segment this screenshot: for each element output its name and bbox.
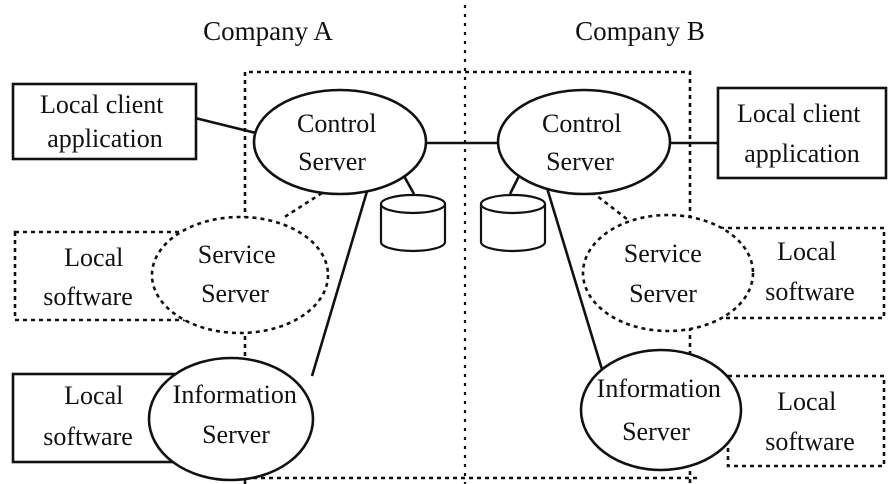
b-control-db-link [508, 175, 521, 195]
b-local-software-info-label: Local software [765, 387, 855, 456]
b-local-software-info-box [726, 374, 886, 468]
a-control-info-link [310, 187, 370, 377]
company-a-label: Company A [203, 16, 333, 46]
a-database-icon [379, 193, 447, 253]
a-client-control-link [194, 116, 257, 135]
shared-boundary [243, 70, 692, 484]
b-control-service-link [591, 190, 633, 225]
b-local-client-app-box [716, 86, 888, 180]
a-control-db-link [402, 175, 416, 195]
b-control-server-label: Control Server [542, 109, 628, 176]
b-control-info-link [545, 187, 606, 377]
b-service-server-node [581, 213, 755, 333]
a-control-server-label: Control Server [297, 109, 383, 176]
a-service-server-node [150, 215, 330, 335]
b-local-client-app-label: Local client application [737, 99, 867, 168]
a-local-software-info-label: Local software [43, 381, 133, 451]
a-control-service-link [282, 191, 323, 220]
a-information-server-node [147, 356, 315, 482]
b-local-software-service-label: Local software [765, 237, 855, 306]
a-local-client-app-label: Local client application [40, 90, 170, 153]
a-service-server-label: Service Server [198, 240, 282, 308]
b-database-icon [479, 193, 547, 253]
b-control-server-node [496, 88, 672, 196]
a-local-client-app-box [11, 82, 198, 161]
b-information-server-label: Information Server [597, 374, 728, 446]
b-information-server-node [579, 348, 743, 472]
b-service-server-label: Service Server [624, 239, 708, 308]
a-local-software-service-label: Local software [43, 243, 133, 311]
company-b-label: Company B [575, 16, 705, 46]
a-control-server-node [252, 88, 428, 196]
a-information-server-label: Information Server [173, 380, 304, 449]
